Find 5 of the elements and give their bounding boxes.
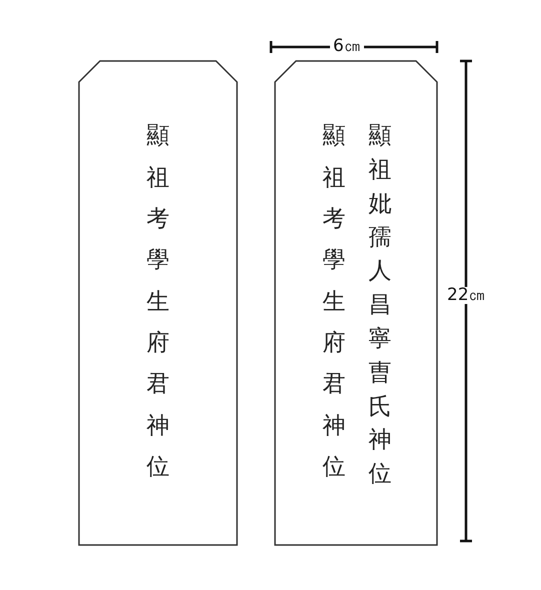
memorial-tablet <box>274 60 438 546</box>
tablet-inscription: 顯祖考學生府君神位 <box>322 122 346 481</box>
memorial-tablet <box>78 60 238 546</box>
tablet-inscription: 顯祖妣孺人昌寧曺氏神位 <box>368 122 392 488</box>
tablet-inscription: 顯祖考學生府君神位 <box>146 122 170 481</box>
